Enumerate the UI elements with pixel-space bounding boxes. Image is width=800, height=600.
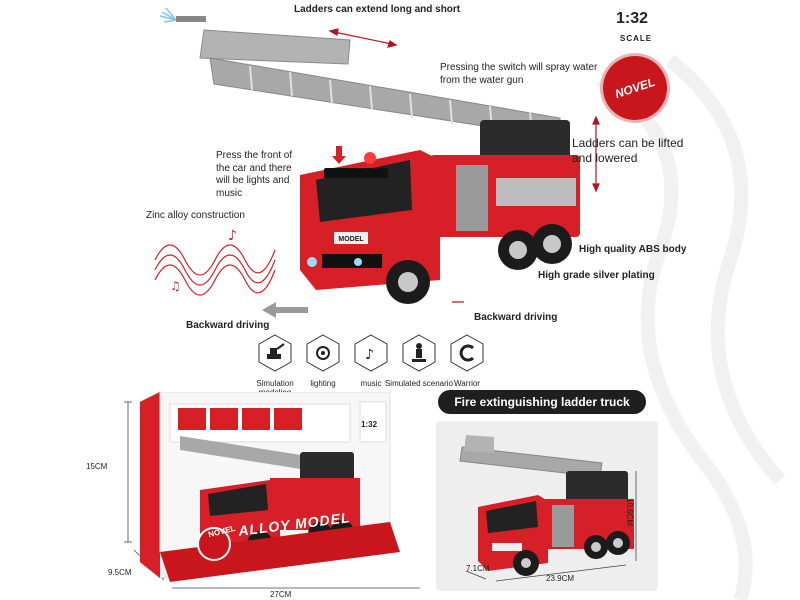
water-spray xyxy=(159,7,177,23)
product-height: 10.6CM xyxy=(625,498,634,527)
package-box xyxy=(124,392,420,589)
grille-badge xyxy=(334,232,368,244)
callout-backward-right: Backward driving xyxy=(474,312,558,323)
callout-ladder-extend: Ladders can extend long and short xyxy=(294,4,461,15)
product-title: Fire extinguishing ladder truck xyxy=(438,390,646,414)
callout-abs-body: High quality ABS body xyxy=(579,244,687,255)
callout-press-front: Press the front of the car and there wil… xyxy=(216,150,293,199)
side-compartment xyxy=(456,165,488,231)
fire-truck-illustration: MODEL xyxy=(159,7,600,304)
svg-text:♫: ♫ xyxy=(170,279,181,293)
backward-arrow-icon xyxy=(262,302,308,318)
worker-icon xyxy=(402,334,436,372)
warrior-icon xyxy=(450,334,484,372)
feature-simulated-scenario: Simulated scenario xyxy=(384,334,454,388)
headlight-right xyxy=(354,258,362,266)
novel-badge-text: NOVEL xyxy=(613,74,657,102)
siren-light xyxy=(364,152,376,164)
feature-label: music xyxy=(360,379,382,388)
grille-label: MODEL xyxy=(338,236,364,243)
package-depth: 9.5CM xyxy=(108,568,132,577)
wheels xyxy=(386,224,572,304)
svg-text:♪: ♪ xyxy=(228,228,237,244)
product-photo xyxy=(436,421,658,591)
callout-silver: High grade silver plating xyxy=(538,270,655,281)
product-length: 23.9CM xyxy=(546,574,575,583)
feature-music: ♪ music xyxy=(336,334,406,388)
callout-spray: Pressing the switch will spray water fro… xyxy=(440,62,598,86)
water-gun-nozzle xyxy=(176,16,206,22)
package-ladder xyxy=(180,436,320,472)
roof-light-bar xyxy=(324,168,388,178)
product-photo-truck xyxy=(459,435,637,582)
svg-text:♪: ♪ xyxy=(365,347,374,363)
lighting-icon xyxy=(306,334,340,372)
callout-backward-left: Backward driving xyxy=(186,320,270,331)
excavator-icon xyxy=(258,334,292,372)
feature-label: Simulated scenario xyxy=(384,379,454,388)
product-width: 7.1CM xyxy=(466,564,490,573)
scale-value: 1:32 xyxy=(616,10,649,27)
feature-label: lighting xyxy=(310,379,336,388)
music-waves-graphic: ♪ ♫ xyxy=(154,228,276,296)
music-icon: ♪ xyxy=(354,334,388,372)
ladder-basket xyxy=(199,29,351,65)
callout-zinc: Zinc alloy construction xyxy=(146,210,245,221)
package-width: 27CM xyxy=(270,590,292,599)
feature-warrior: Warrior xyxy=(432,334,502,388)
headlight-left xyxy=(307,257,317,267)
feature-label: Warrior xyxy=(454,379,480,388)
scale-label: SCALE xyxy=(620,34,653,43)
front-bumper xyxy=(322,254,382,268)
tire-track-background xyxy=(596,54,786,600)
package-height: 15CM xyxy=(86,462,108,471)
side-panel xyxy=(496,178,576,206)
feature-lighting: lighting xyxy=(288,334,358,388)
callout-ladder-lift: Ladders can be lifted and lowered xyxy=(572,136,684,165)
package-scale: 1:32 xyxy=(361,420,378,429)
